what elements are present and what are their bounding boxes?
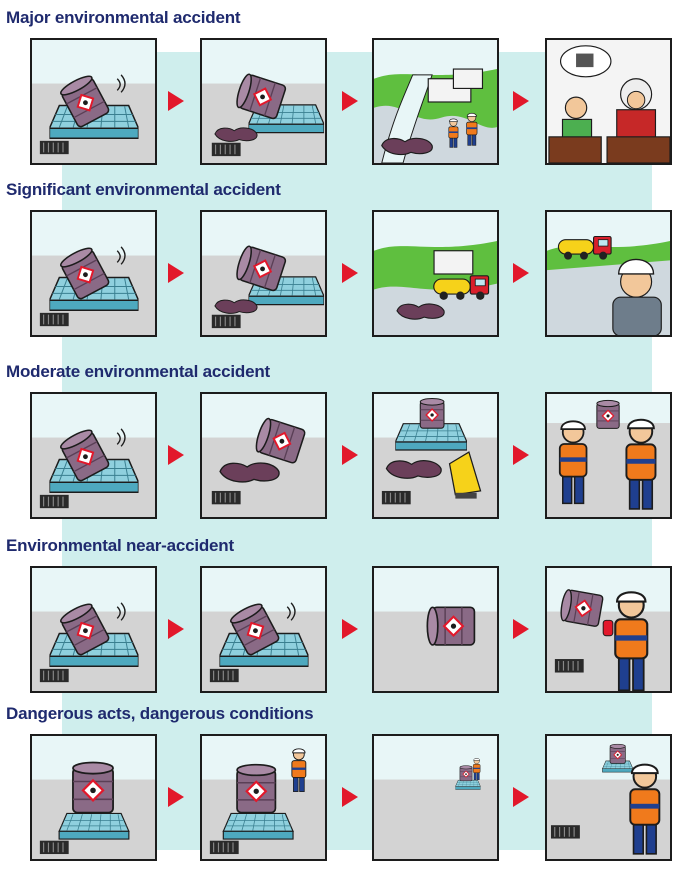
comic-panel-barrel-spilling-on-floor	[200, 392, 327, 519]
arrow-right-icon	[341, 90, 359, 112]
arrow-right-icon	[167, 444, 185, 466]
comic-panel-court-hearing	[545, 38, 672, 165]
arrow-right-icon	[341, 444, 359, 466]
arrow-right-icon	[341, 618, 359, 640]
comic-panel-supervisor-watching-truck	[545, 210, 672, 337]
arrow-right-icon	[512, 618, 530, 640]
arrow-right-icon	[341, 262, 359, 284]
comic-panel-barrel-tipping-in-tray	[200, 566, 327, 693]
comic-panel-barrel-tipping-in-tray	[30, 38, 157, 165]
comic-panel-worker-near-barrel	[200, 734, 327, 861]
comic-panel-barrel-tipping-in-tray	[30, 566, 157, 693]
scenario-title: Environmental near-accident	[6, 536, 234, 555]
arrow-right-icon	[512, 786, 530, 808]
scenario-title: Significant environmental accident	[6, 180, 281, 199]
arrow-right-icon	[512, 90, 530, 112]
arrow-right-icon	[167, 786, 185, 808]
comic-panel-spill-reaching-river	[372, 38, 499, 165]
scenario-title: Major environmental accident	[6, 8, 241, 27]
arrow-right-icon	[167, 618, 185, 640]
comic-panel-workers-discussing	[545, 392, 672, 519]
arrow-right-icon	[341, 786, 359, 808]
comic-panel-worker-reporting-on-phone	[545, 566, 672, 693]
scenario-title: Moderate environmental accident	[6, 362, 270, 381]
comic-panel-supervisor-noticing	[545, 734, 672, 861]
comic-panel-barrel-tipping-in-tray	[30, 392, 157, 519]
comic-panel-worker-far-away	[372, 734, 499, 861]
arrow-right-icon	[167, 90, 185, 112]
arrow-right-icon	[512, 262, 530, 284]
arrow-right-icon	[167, 262, 185, 284]
comic-panel-barrel-spilling	[200, 210, 327, 337]
comic-panel-spill-cleanup-truck	[372, 210, 499, 337]
comic-panel-barrel-on-pallet	[30, 734, 157, 861]
scenario-title: Dangerous acts, dangerous conditions	[6, 704, 314, 723]
comic-panel-barrel-tipping-in-tray	[30, 210, 157, 337]
comic-panel-barrel-rolling	[372, 566, 499, 693]
arrow-right-icon	[512, 444, 530, 466]
comic-panel-barrel-spilling	[200, 38, 327, 165]
comic-panel-spill-cleanup-kit	[372, 392, 499, 519]
